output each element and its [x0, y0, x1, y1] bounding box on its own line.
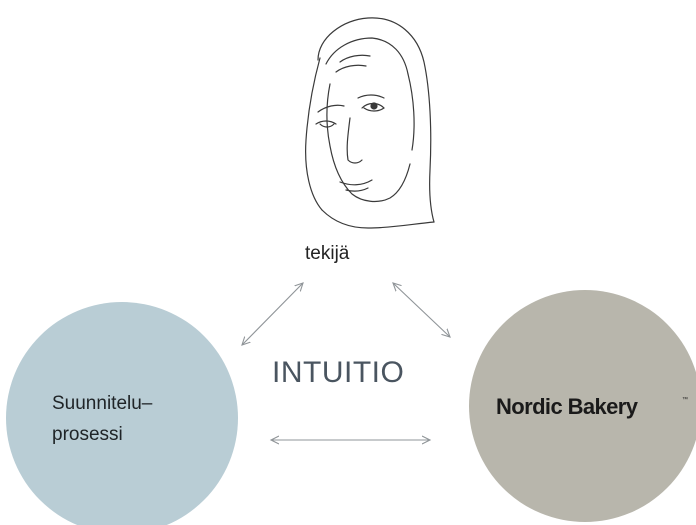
- process-circle: [6, 302, 238, 525]
- brand-trademark: ™: [682, 397, 688, 403]
- center-label: INTUITIO: [272, 356, 405, 389]
- process-label: Suunnitelu– prosessi: [52, 388, 152, 450]
- brand-logo: Nordic Bakery: [496, 394, 638, 419]
- arrow-author-process: [242, 283, 303, 345]
- author-label: tekijä: [305, 243, 350, 264]
- brand-circle: [469, 290, 696, 522]
- woman-face-sketch-icon: [305, 17, 435, 229]
- process-label-line2: prosessi: [52, 424, 123, 445]
- arrow-author-brand: [393, 283, 450, 337]
- process-label-line1: Suunnitelu–: [52, 393, 153, 414]
